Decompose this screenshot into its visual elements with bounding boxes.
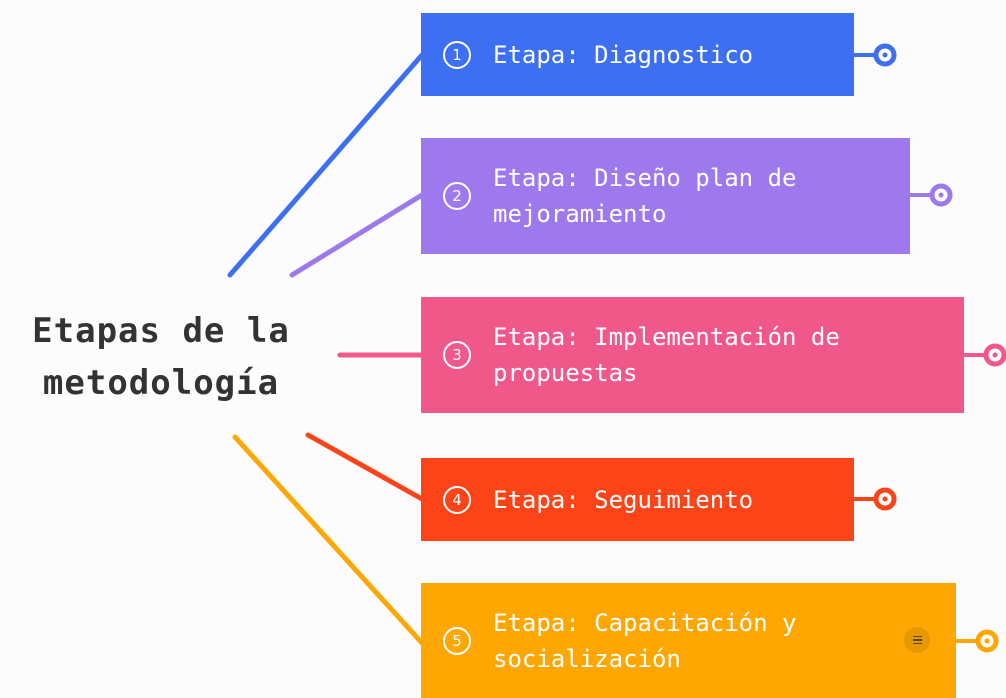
stage-label: Etapa: Seguimiento [493,485,754,514]
stage-node-4[interactable]: 4 Etapa: Seguimiento [421,458,854,541]
root-topic[interactable]: Etapas de la metodología [6,305,316,409]
circled-number-icon: 5 [443,626,471,655]
stage-label: Etapa: Diseño plan de mejoramiento [493,164,797,228]
connector-stage-4 [305,432,425,502]
circled-number-icon: 3 [443,341,471,369]
collapse-handle-stage-2[interactable] [910,183,953,207]
collapse-handle-stage-1[interactable] [854,43,897,67]
stage-node-1[interactable]: 1 Etapa: Diagnostico [421,13,854,96]
root-topic-line-2: metodología [42,363,280,403]
collapse-handle-stage-4[interactable] [854,487,897,511]
stage-label: Etapa: Capacitación y socialización [493,608,797,673]
collapse-handle-stage-3[interactable] [964,343,1006,367]
circled-number-icon: 2 [443,182,471,210]
connector-stage-1 [227,52,425,278]
note-icon[interactable] [904,627,930,653]
root-topic-line-1: Etapas de la [32,311,290,351]
stage-node-5[interactable]: 5 Etapa: Capacitación y socialización [421,583,956,698]
circled-number-icon: 1 [443,40,471,69]
connector-stage-2 [289,192,425,278]
stage-label: Etapa: Diagnostico [493,40,754,69]
stage-label: Etapa: Implementación de propuestas [493,323,840,387]
circled-number-icon: 4 [443,485,471,514]
stage-node-2[interactable]: 2 Etapa: Diseño plan de mejoramiento [421,138,910,254]
stage-node-3[interactable]: 3 Etapa: Implementación de propuestas [421,297,964,413]
connector-stage-5 [232,434,425,646]
collapse-handle-stage-5[interactable] [956,629,999,653]
